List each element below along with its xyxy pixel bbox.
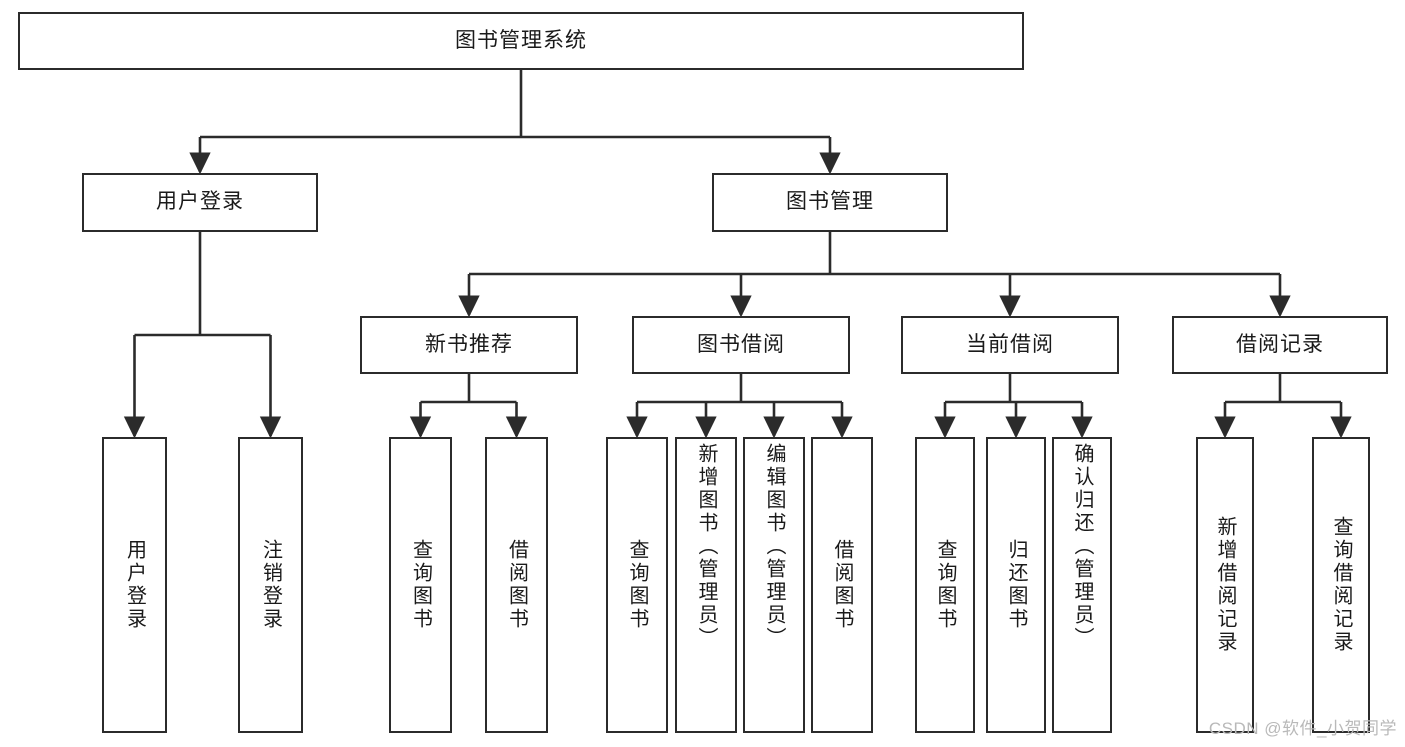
node-current-borrow[interactable]: 当前借阅 (901, 316, 1119, 374)
node-leaf-logout-login[interactable]: 注销登录 (238, 437, 303, 733)
node-leaf-query-borrow-record[interactable]: 查询借阅记录 (1312, 437, 1370, 733)
node-label: 用户登录 (123, 539, 146, 631)
node-label: 查询图书 (409, 539, 432, 631)
node-label: 图书管理系统 (455, 28, 587, 52)
node-borrow-record[interactable]: 借阅记录 (1172, 316, 1388, 374)
node-label: 借阅图书 (831, 539, 853, 631)
node-book-borrow[interactable]: 图书借阅 (632, 316, 850, 374)
node-label: 查询图书 (626, 539, 648, 631)
node-label: 当前借阅 (966, 332, 1054, 356)
node-leaf-borrow-book-2[interactable]: 借阅图书 (811, 437, 873, 733)
node-leaf-add-borrow-record[interactable]: 新增借阅记录 (1196, 437, 1254, 733)
node-user-login[interactable]: 用户登录 (82, 173, 318, 232)
node-label: 确认归还（管理员） (1071, 443, 1093, 650)
node-label: 借阅图书 (505, 539, 528, 631)
node-label: 编辑图书（管理员） (763, 443, 785, 650)
node-leaf-query-book-3[interactable]: 查询图书 (915, 437, 975, 733)
node-leaf-confirm-return-admin[interactable]: 确认归还（管理员） (1052, 437, 1112, 733)
node-label: 注销登录 (259, 539, 282, 631)
node-root[interactable]: 图书管理系统 (18, 12, 1024, 70)
node-label: 归还图书 (1005, 539, 1027, 631)
node-leaf-query-book-2[interactable]: 查询图书 (606, 437, 668, 733)
node-leaf-add-book-admin[interactable]: 新增图书（管理员） (675, 437, 737, 733)
node-label: 用户登录 (156, 190, 244, 214)
node-leaf-user-login[interactable]: 用户登录 (102, 437, 167, 733)
node-label: 图书管理 (786, 190, 874, 214)
node-label: 图书借阅 (697, 332, 785, 356)
node-label: 新增图书（管理员） (695, 443, 717, 650)
node-leaf-edit-book-admin[interactable]: 编辑图书（管理员） (743, 437, 805, 733)
node-label: 借阅记录 (1236, 332, 1324, 356)
watermark-text: CSDN @软件_小贺同学 (1208, 719, 1397, 738)
node-label: 查询借阅记录 (1330, 516, 1352, 654)
node-label: 新增借阅记录 (1214, 516, 1236, 654)
node-leaf-query-book-1[interactable]: 查询图书 (389, 437, 452, 733)
node-leaf-borrow-book-1[interactable]: 借阅图书 (485, 437, 548, 733)
node-label: 新书推荐 (425, 332, 513, 356)
node-label: 查询图书 (934, 539, 956, 631)
node-new-book-recommend[interactable]: 新书推荐 (360, 316, 578, 374)
node-book-manage[interactable]: 图书管理 (712, 173, 948, 232)
node-leaf-return-book[interactable]: 归还图书 (986, 437, 1046, 733)
